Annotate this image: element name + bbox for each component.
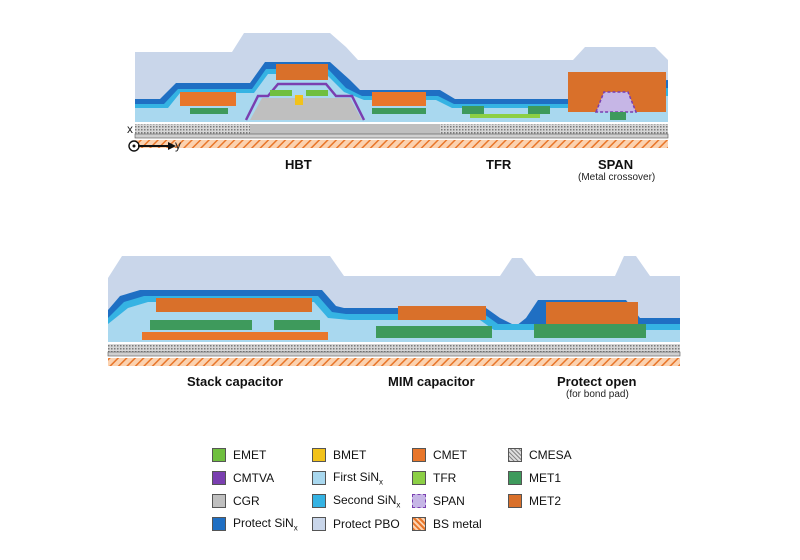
- cgr-mid-top: [250, 124, 440, 134]
- met1-stack-b: [274, 320, 320, 330]
- legend-swatch-bs_metal: [412, 517, 426, 531]
- legend-item-met1: MET1: [508, 470, 561, 486]
- legend-swatch-cgr: [212, 494, 226, 508]
- tfr-resistor: [470, 114, 540, 118]
- legend-item-emet: EMET: [212, 447, 266, 463]
- legend-label-protect_sin: Protect SiNx: [233, 515, 298, 533]
- legend-item-second_sin: Second SiNx: [312, 493, 400, 509]
- cross-section-svg: [107, 33, 681, 366]
- legend-label-cmesa: CMESA: [529, 448, 572, 462]
- legend-swatch-met2: [508, 494, 522, 508]
- cmesa-bottom: [108, 344, 680, 352]
- span-sublabel: (Metal crossover): [578, 172, 656, 183]
- bs-metal-bottom: [108, 358, 680, 366]
- met2-stack: [156, 298, 312, 312]
- emet-hbt-b: [306, 90, 328, 96]
- legend-swatch-met1: [508, 471, 522, 485]
- cmet-stack: [142, 332, 328, 340]
- legend-label-met2: MET2: [529, 494, 562, 508]
- legend-item-cmtva: CMTVA: [212, 470, 274, 486]
- protect-open-sublabel: (for bond pad): [566, 389, 629, 400]
- legend-label-span: SPAN: [433, 494, 465, 508]
- cmesa-right-top: [440, 124, 668, 134]
- legend-swatch-span: [412, 494, 426, 508]
- stack-capacitor-label: Stack capacitor: [187, 374, 284, 389]
- legend-item-bs_metal: BS metal: [412, 516, 482, 532]
- legend-swatch-protect_sin: [212, 517, 226, 531]
- met1-hbt-left: [190, 108, 228, 114]
- legend-item-met2: MET2: [508, 493, 561, 509]
- legend-item-cmesa: CMESA: [508, 447, 572, 463]
- met2-pad: [546, 302, 638, 324]
- substrate-line-top: [134, 133, 669, 139]
- legend-swatch-second_sin: [312, 494, 326, 508]
- met1-stack-a: [150, 320, 252, 330]
- bs-metal-top: [135, 140, 668, 148]
- legend-item-cgr: CGR: [212, 493, 260, 509]
- cgr-hbt-mesa: [250, 98, 362, 120]
- met1-span: [610, 112, 626, 120]
- legend-label-met1: MET1: [529, 471, 562, 485]
- cmet-hbt-right: [372, 92, 426, 106]
- legend-item-protect_pbo: Protect PBO: [312, 516, 400, 532]
- met1-tfr-right: [528, 106, 550, 114]
- legend-swatch-bmet: [312, 448, 326, 462]
- substrate-line-bottom: [107, 351, 681, 357]
- bmet-hbt: [295, 95, 303, 105]
- top-cross-section: [128, 33, 669, 152]
- met1-pad: [534, 324, 646, 338]
- met1-hbt-right: [372, 108, 426, 114]
- met2-hbt-top: [276, 64, 328, 80]
- cmet-hbt-left: [180, 92, 236, 106]
- span-label: SPAN: [598, 157, 634, 172]
- bottom-cross-section: [107, 256, 681, 366]
- legend-item-tfr: TFR: [412, 470, 456, 486]
- legend-label-cgr: CGR: [233, 494, 260, 508]
- legend-swatch-cmet: [412, 448, 426, 462]
- axis-y-label: y: [175, 138, 181, 152]
- emet-hbt-a: [270, 90, 292, 96]
- legend-label-tfr: TFR: [433, 471, 457, 485]
- met2-mim: [398, 306, 486, 320]
- legend-swatch-protect_pbo: [312, 517, 326, 531]
- legend-swatch-tfr: [412, 471, 426, 485]
- legend-label-second_sin: Second SiNx: [333, 492, 401, 510]
- legend-swatch-first_sin: [312, 471, 326, 485]
- legend-item-cmet: CMET: [412, 447, 467, 463]
- met1-mim: [376, 326, 492, 338]
- legend-label-first_sin: First SiNx: [333, 469, 383, 487]
- legend-label-protect_pbo: Protect PBO: [333, 517, 400, 531]
- legend-swatch-cmesa: [508, 448, 522, 462]
- met1-tfr-left: [462, 106, 484, 114]
- legend-item-first_sin: First SiNx: [312, 470, 383, 486]
- legend-label-bs_metal: BS metal: [433, 517, 482, 531]
- legend-item-span: SPAN: [412, 493, 465, 509]
- legend-label-cmtva: CMTVA: [233, 471, 275, 485]
- legend-swatch-emet: [212, 448, 226, 462]
- legend-label-cmet: CMET: [433, 448, 467, 462]
- cmtva-hbt-outline: [244, 82, 366, 121]
- legend-label-emet: EMET: [233, 448, 267, 462]
- protect-open-label: Protect open: [557, 374, 637, 389]
- hbt-label: HBT: [285, 157, 312, 172]
- legend-item-bmet: BMET: [312, 447, 366, 463]
- cmesa-left-top: [135, 124, 250, 134]
- axis-x-label: x: [127, 122, 133, 136]
- legend-swatch-cmtva: [212, 471, 226, 485]
- legend-item-protect_sin: Protect SiNx: [212, 516, 298, 532]
- mim-capacitor-label: MIM capacitor: [388, 374, 475, 389]
- tfr-label: TFR: [486, 157, 512, 172]
- legend-label-bmet: BMET: [333, 448, 367, 462]
